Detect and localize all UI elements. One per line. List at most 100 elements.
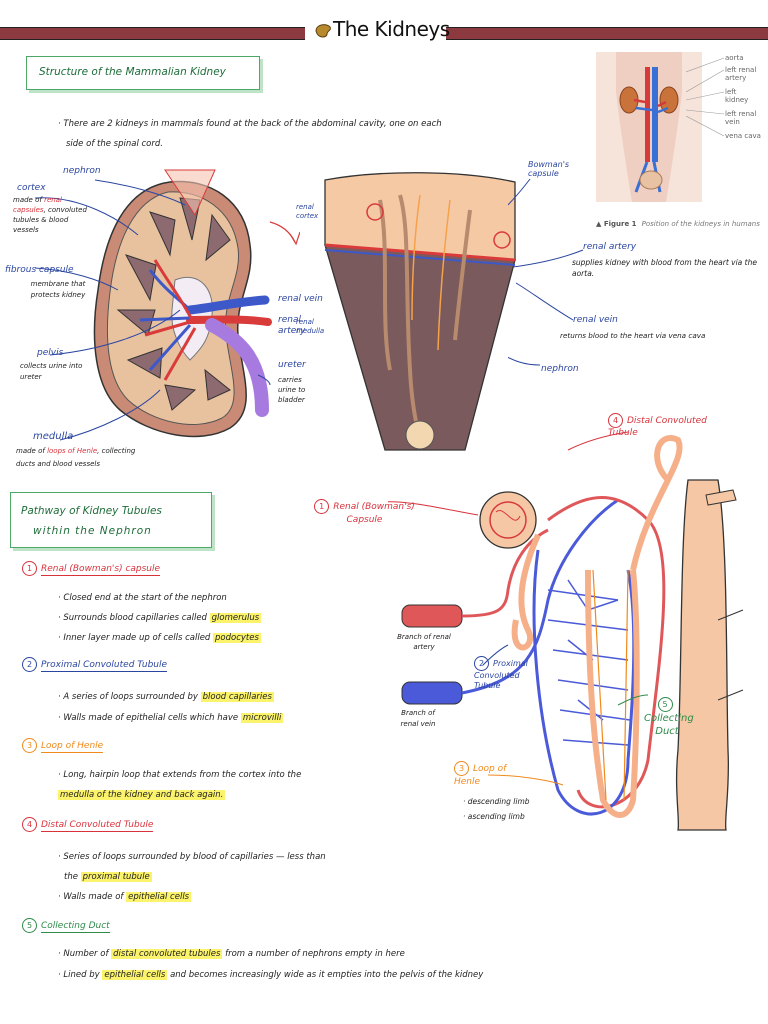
- nephron-proximal-text: Proximal Convoluted Tubule: [474, 659, 528, 690]
- nephron-collecting-number-icon: 5: [657, 697, 673, 712]
- figure-1: aorta left renal artery left kidney left…: [596, 52, 768, 242]
- pathway-1-line-2-text: · Surrounds blood capillaries called: [58, 613, 207, 623]
- label-bowmans-capsule: Bowman's capsule: [528, 160, 570, 178]
- label-nephron-section: nephron: [541, 364, 579, 374]
- pathway-5-line-2-highlight: epithelial cells: [102, 970, 168, 980]
- pathway-section-5-title: Collecting Duct: [41, 921, 110, 933]
- pathway-section-4-number: 4: [22, 817, 37, 832]
- pathway-heading-box: Pathway of Kidney Tubules within the Nep…: [10, 492, 212, 548]
- label-nephron-kidney: nephron: [63, 166, 101, 176]
- nephron-distal-number-icon: 4: [608, 413, 623, 428]
- nephron-capsule-text: Renal (Bowman's) Capsule: [333, 502, 415, 525]
- pathway-3-line-1-text: · Long, hairpin loop that extends from t…: [58, 770, 302, 780]
- pathway-1-line-2-highlight: glomerulus: [209, 613, 262, 623]
- pathway-4-line-1-text: · Series of loops surrounded by blood of…: [58, 852, 326, 862]
- pathway-1-line-2: · Surrounds blood capillaries called glo…: [58, 611, 262, 625]
- header-bar: [0, 27, 768, 40]
- pathway-4-line-2-highlight: proximal tubule: [80, 872, 152, 882]
- pathway-1-line-3: · Inner layer made up of cells called po…: [58, 631, 261, 645]
- section-leader-lines: [508, 178, 584, 366]
- pathway-1-line-1: · Closed end at the start of the nephron: [58, 591, 227, 605]
- nephron-collecting-text: Collecting Duct: [644, 713, 694, 737]
- figure-1-label-left-kidney: left kidney: [725, 88, 749, 104]
- pathway-section-1-title: Renal (Bowman's) capsule: [41, 564, 161, 576]
- pathway-3-line-2-highlight: medulla of the kidney and back again.: [58, 790, 226, 800]
- pathway-section-2-heading: 2 Proximal Convoluted Tubule: [22, 657, 168, 672]
- pathway-2-line-2-text: · Walls made of epithelial cells which h…: [58, 713, 239, 723]
- pathway-heading-line-1: Pathway of Kidney Tubules: [21, 505, 162, 517]
- pathway-4-line-3-highlight: epithelial cells: [126, 892, 192, 902]
- pathway-1-line-3-highlight: podocytes: [213, 633, 261, 643]
- label-renal-cortex: renal cortex: [296, 203, 319, 220]
- pathway-section-1-number: 1: [22, 561, 37, 576]
- figure-1-label-left-renal-artery: left renal artery: [725, 66, 757, 82]
- pathway-4-line-2: the proximal tubule: [64, 870, 152, 884]
- header-line-left: [0, 27, 305, 40]
- pathway-5-line-1: · Number of distal convoluted tubules fr…: [58, 947, 405, 961]
- nephron-diagram: [388, 431, 744, 831]
- pathway-3-line-2: medulla of the kidney and back again.: [58, 788, 226, 802]
- cortex-desc-red: renal capsules: [13, 196, 62, 214]
- nephron-label-branch-artery: Branch of renal artery: [397, 633, 451, 651]
- pathway-5-line-2-post: and becomes increasingly wide as it empt…: [170, 970, 484, 980]
- pathway-section-4-title: Distal Convoluted Tubule: [41, 820, 154, 832]
- pathway-section-4-heading: 4 Distal Convoluted Tubule: [22, 817, 154, 832]
- ureter-description: carries urine to bladder: [278, 376, 306, 404]
- pathway-5-line-1-highlight: distal convoluted tubules: [111, 949, 223, 959]
- pathway-3-line-1: · Long, hairpin loop that extends from t…: [58, 768, 301, 782]
- medulla-desc-end: , collecting ducts and blood vessels: [16, 447, 136, 468]
- pathway-1-line-1-text: · Closed end at the start of the nephron: [58, 593, 227, 603]
- label-renal-vein-kidney: renal vein: [278, 294, 323, 304]
- fibrous-capsule-description: membrane that protects kidney: [30, 280, 86, 299]
- nephron-label-ascending: · ascending limb: [463, 812, 525, 821]
- pathway-section-3-heading: 3 Loop of Henle: [22, 738, 104, 753]
- header-line-right: [446, 27, 768, 40]
- structure-heading: Structure of the Mammalian Kidney: [39, 66, 226, 78]
- label-fibrous-capsule: fibrous capsule: [5, 265, 74, 275]
- pathway-5-line-1-post: from a number of nephrons empty in here: [225, 949, 405, 959]
- nephron-capsule-number-icon: 1: [314, 499, 330, 514]
- kidney-bean-icon: [315, 24, 331, 38]
- pathway-4-line-2-text: the: [64, 872, 78, 882]
- pathway-2-line-1-highlight: blood capillaries: [200, 692, 274, 702]
- pathway-section-2-number: 2: [22, 657, 37, 672]
- pathway-5-line-2-text: · Lined by: [58, 970, 100, 980]
- nephron-distal-text: Distal Convoluted Tubule: [608, 416, 707, 438]
- pathway-section-3-number: 3: [22, 738, 37, 753]
- pathway-section-2-title: Proximal Convoluted Tubule: [41, 660, 168, 672]
- label-cortex: cortex: [17, 183, 46, 193]
- pathway-2-line-1-text: · A series of loops surrounded by: [58, 692, 198, 702]
- pathway-4-line-1: · Series of loops surrounded by blood of…: [58, 850, 326, 864]
- cortex-description: made of renal capsules, convoluted tubul…: [13, 195, 91, 235]
- figure-1-label-vena-cava: vena cava: [725, 132, 761, 140]
- medulla-description: made of loops of Henle, collecting ducts…: [16, 445, 136, 471]
- pathway-1-line-3-text: · Inner layer made up of cells called: [58, 633, 211, 643]
- nephron-label-collecting: 5Collecting Duct: [644, 697, 694, 738]
- pathway-heading-line-2: within the Nephron: [33, 525, 152, 537]
- pathway-section-3-title: Loop of Henle: [41, 741, 104, 753]
- nephron-loop-number-icon: 3: [454, 761, 469, 776]
- pathway-4-line-3: · Walls made of epithelial cells: [58, 890, 192, 904]
- pathway-2-line-2-highlight: microvilli: [240, 713, 284, 723]
- pathway-2-line-2: · Walls made of epithelial cells which h…: [58, 711, 284, 725]
- kidney-cross-section: [34, 169, 300, 441]
- nephron-proximal-number-icon: 2: [474, 656, 489, 671]
- figure-1-caption: ▲ Figure 1 Position of the kidneys in hu…: [596, 216, 766, 229]
- figure-1-caption-text: Position of the kidneys in humans: [641, 220, 760, 228]
- nephron-label-branch-vein: Branch of renal vein: [400, 709, 436, 728]
- figure-1-label-left-renal-vein: left renal vein: [725, 110, 757, 126]
- pelvis-description: collects urine into ureter: [20, 362, 83, 381]
- label-renal-vein-section: renal vein: [573, 315, 618, 325]
- figure-1-leader-lines: [686, 57, 725, 137]
- pathway-5-line-1-text: · Number of: [58, 949, 109, 959]
- label-medulla: medulla: [33, 431, 74, 442]
- label-renal-artery-kidney: renal artery: [278, 315, 306, 336]
- structure-intro-line-1: · There are 2 kidneys in mammals found a…: [58, 119, 442, 129]
- figure-1-label-aorta: aorta: [725, 54, 744, 62]
- nephron-loop-text: Loop of Henle: [454, 764, 507, 787]
- pathway-4-line-3-text: · Walls made of: [58, 892, 124, 902]
- renal-artery-description: supplies kidney with blood from the hear…: [572, 258, 757, 278]
